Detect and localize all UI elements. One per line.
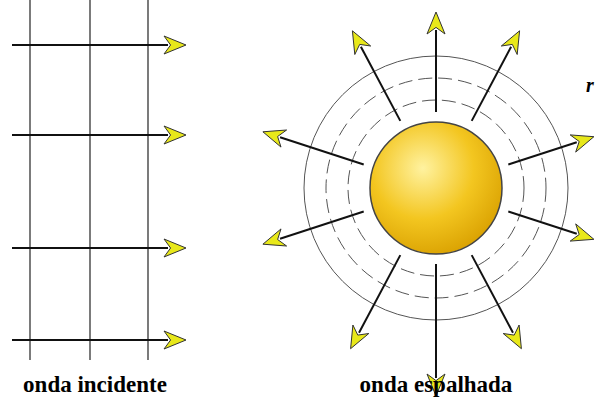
arrow-shaft	[361, 47, 400, 121]
arrow-shaft	[12, 247, 168, 249]
radius-symbol: r	[586, 74, 594, 97]
wavefront-line	[89, 0, 90, 360]
arrow-shaft	[280, 211, 364, 238]
wavefront-line	[29, 0, 30, 360]
arrow-head	[164, 331, 186, 349]
arrow-head	[501, 31, 519, 55]
arrow-shaft	[435, 264, 437, 378]
arrow-shaft	[472, 255, 513, 333]
arrow-head	[427, 12, 445, 34]
arrow-head	[164, 36, 186, 54]
caption-label: onda espalhada	[360, 372, 513, 398]
wavefront-circle	[348, 100, 524, 276]
arrow-shaft	[435, 30, 437, 112]
arrow-shaft	[12, 44, 168, 46]
arrow-head	[351, 325, 369, 349]
arrow-head	[570, 224, 594, 241]
caption-label: onda incidente	[23, 372, 167, 398]
wavefront-line	[147, 0, 148, 360]
arrow-head	[164, 239, 186, 257]
plane-wave	[12, 0, 186, 360]
arrow-shaft	[12, 339, 168, 341]
arrow-head	[263, 130, 287, 147]
arrow-head	[352, 31, 370, 55]
arrow-head	[164, 126, 186, 144]
arrow-head	[503, 325, 521, 349]
arrow-shaft	[508, 211, 576, 233]
arrow-head	[570, 135, 594, 152]
arrow-shaft	[12, 134, 168, 136]
arrow-head	[263, 229, 287, 246]
arrow-shaft	[359, 255, 400, 333]
arrow-shaft	[472, 47, 511, 121]
arrow-shaft	[280, 137, 364, 164]
scatterer-sphere	[370, 122, 502, 254]
arrow-shaft	[508, 142, 576, 164]
spherical-wave	[263, 12, 594, 396]
